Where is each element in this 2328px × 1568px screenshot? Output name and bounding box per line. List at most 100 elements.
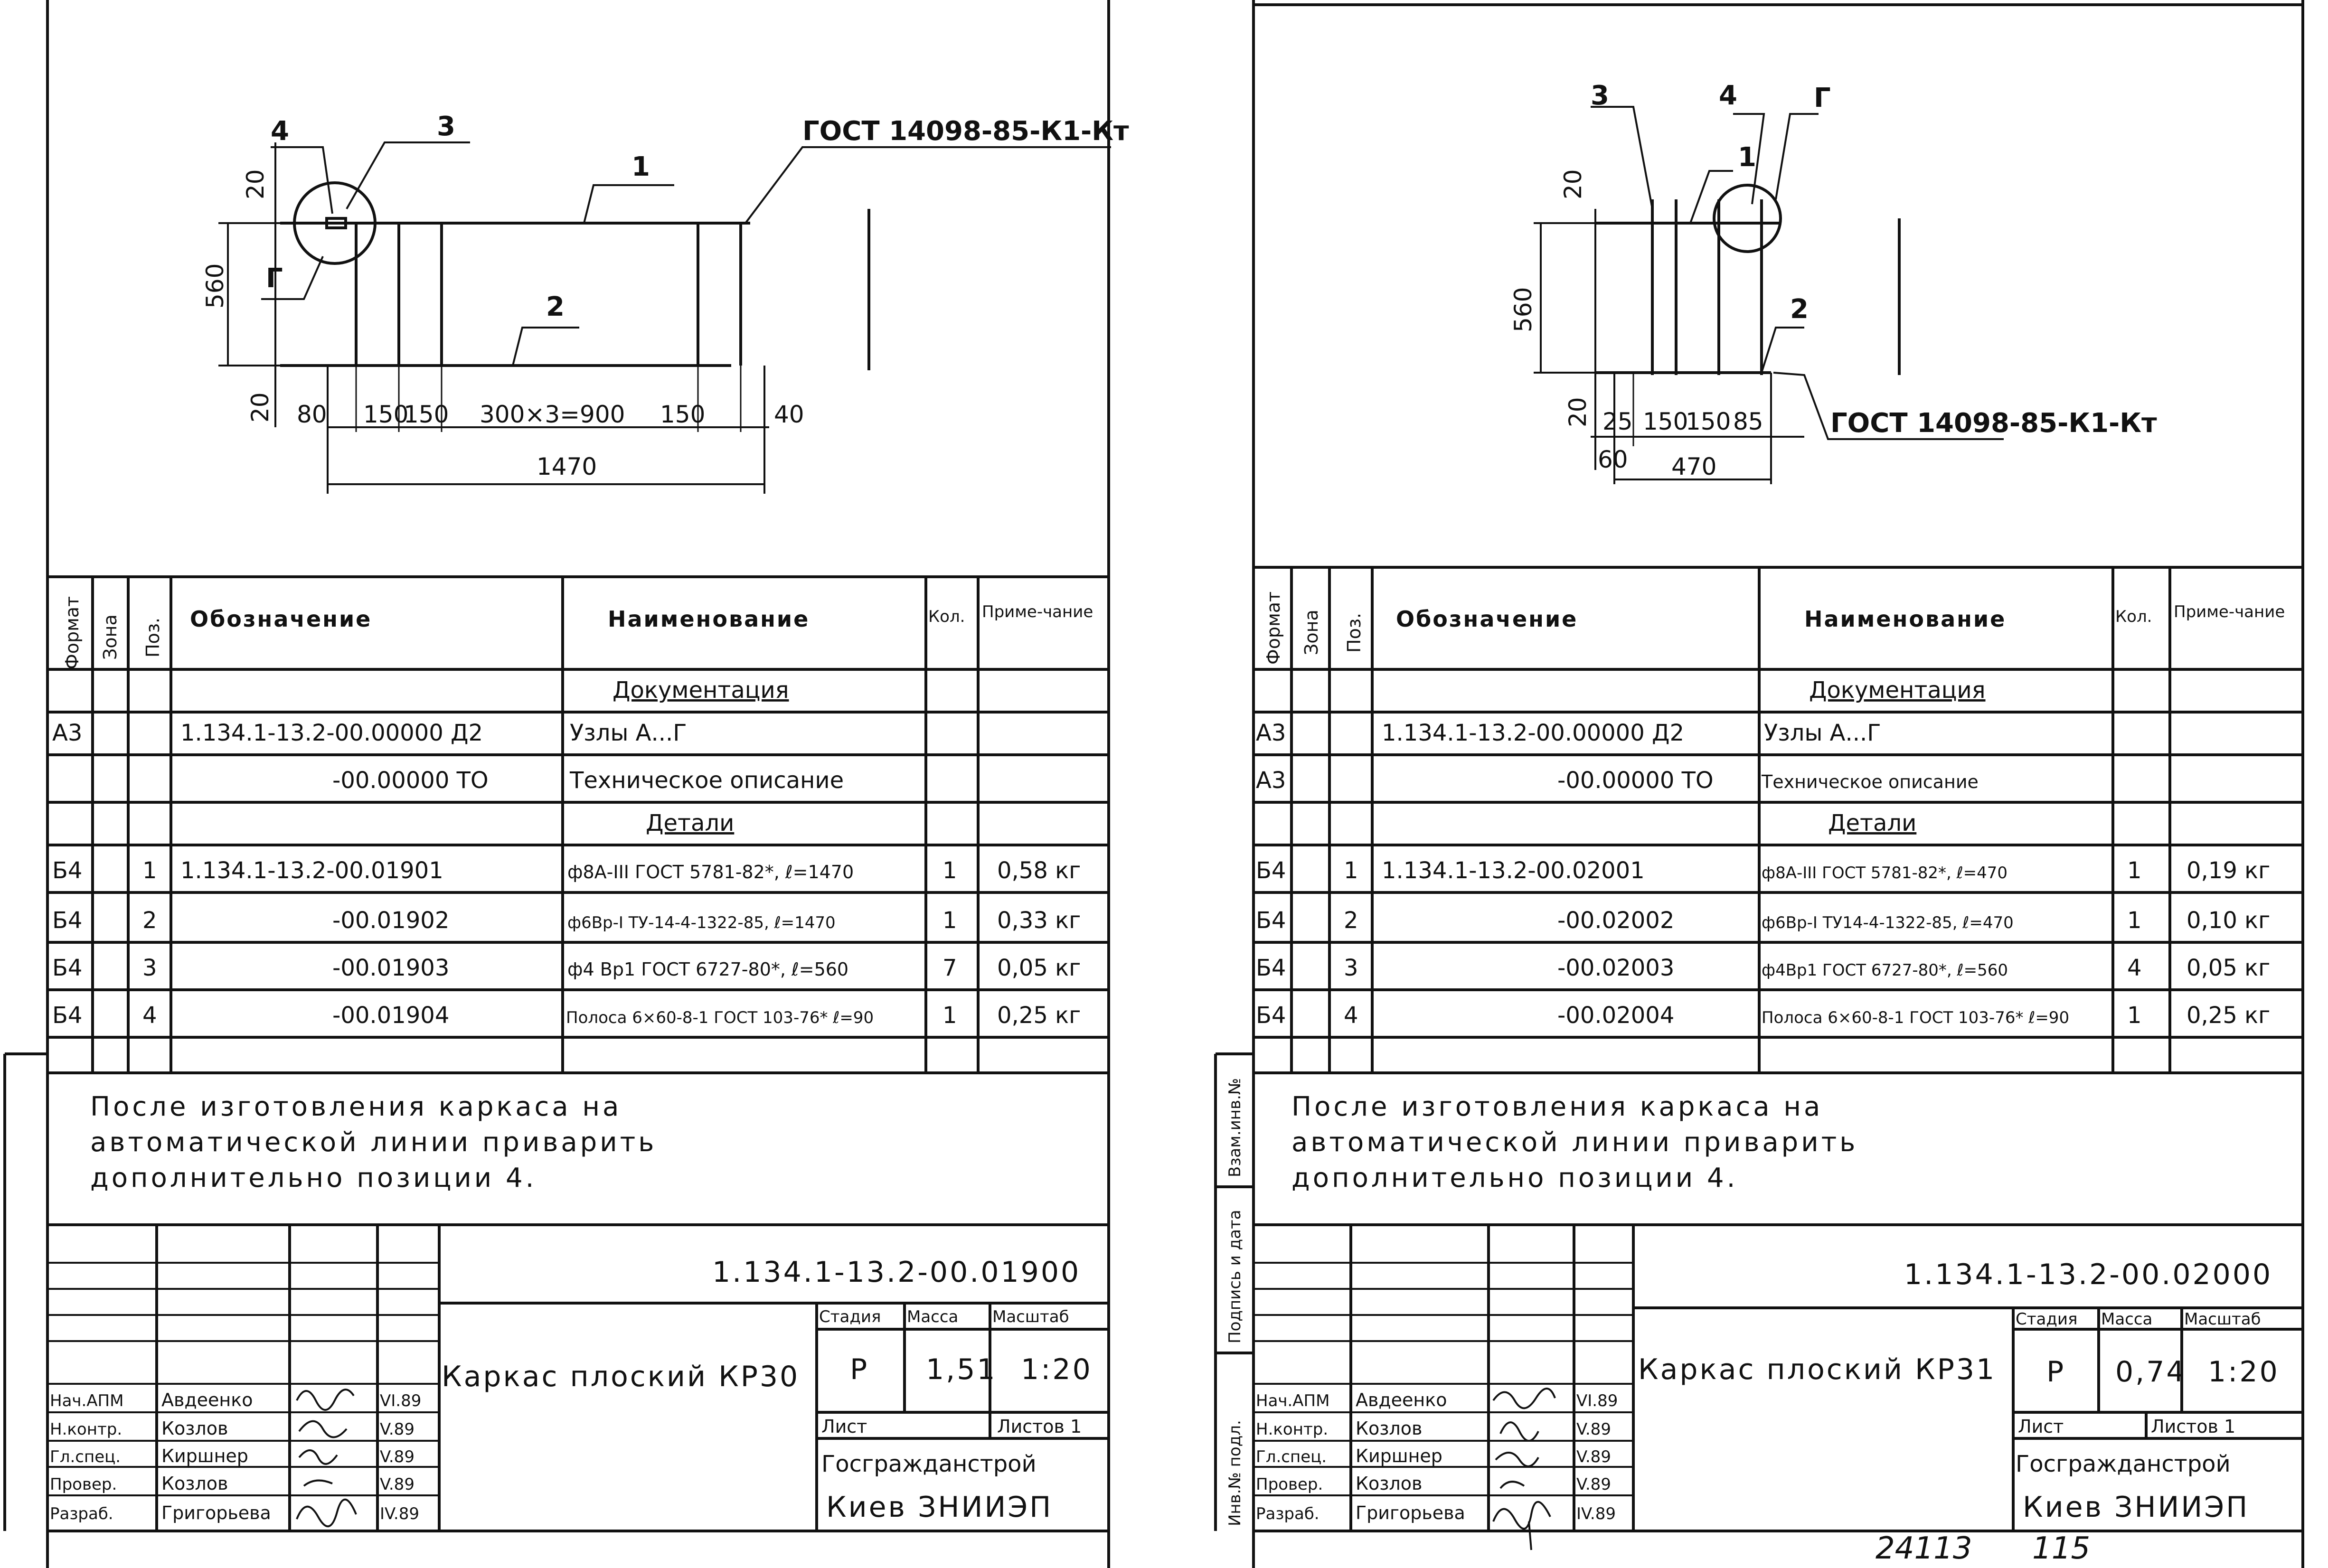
signer-date: V.89 bbox=[380, 1447, 415, 1466]
col-format: Формат bbox=[62, 596, 83, 669]
col-designation: Обозначение bbox=[190, 606, 372, 632]
drawing-title: Каркас плоский КР30 bbox=[442, 1360, 800, 1393]
row-name: Узлы А...Г bbox=[570, 720, 687, 746]
col-pos: Поз. bbox=[1344, 613, 1365, 653]
col-name: Наименование bbox=[608, 606, 810, 632]
stamp-replace: Взам.инв.№ bbox=[1225, 1078, 1244, 1177]
spec-table bbox=[47, 575, 1109, 1074]
signer-role: Разраб. bbox=[1256, 1504, 1320, 1523]
row-format: Б4 bbox=[52, 857, 82, 884]
signer-date: VI.89 bbox=[380, 1391, 421, 1410]
dim-segment-6: 40 bbox=[774, 401, 804, 428]
row-pos: 1 bbox=[1344, 857, 1358, 884]
signer-role: Гл.спец. bbox=[1256, 1447, 1327, 1466]
row-name: ф8А-III ГОСТ 5781-82*, ℓ=1470 bbox=[567, 862, 854, 883]
org-city: Киев ЗНИИЭП bbox=[2023, 1491, 2249, 1524]
row-section-details: Детали bbox=[646, 810, 734, 836]
weld-gost-label: ГОСТ 14098-85-К1-Кт bbox=[1830, 408, 2157, 439]
row-designation: -00.00000 ТО bbox=[1557, 767, 1714, 794]
drawing-code: 1.134.1-13.2-00.01900 bbox=[712, 1256, 1081, 1289]
col-note: Приме-чание bbox=[2174, 602, 2285, 621]
note-line-2: автоматической линии приварить bbox=[90, 1127, 657, 1158]
row-name: Полоса 6×60-8-1 ГОСТ 103-76* ℓ=90 bbox=[566, 1008, 874, 1027]
frame-drawing bbox=[1534, 106, 2004, 484]
spec-rows: Документация А3 1.134.1-13.2-00.00000 Д2… bbox=[52, 677, 1081, 1029]
dim-segment-2: 150 bbox=[1643, 408, 1688, 435]
signer-date: VI.89 bbox=[1576, 1391, 1618, 1410]
signer-name: Григорьева bbox=[1356, 1502, 1465, 1523]
row-qty: 4 bbox=[2127, 955, 2142, 981]
callout-3: 3 bbox=[1591, 80, 1609, 111]
mass-value: 1,51 bbox=[926, 1353, 997, 1386]
row-qty: 1 bbox=[2127, 907, 2142, 934]
scale-label: Масштаб bbox=[2184, 1310, 2261, 1329]
org-name: Госгражданстрой bbox=[2016, 1451, 2231, 1477]
row-pos: 3 bbox=[1344, 955, 1358, 981]
org-city: Киев ЗНИИЭП bbox=[826, 1491, 1053, 1524]
row-designation: 1.134.1-13.2-00.00000 Д2 bbox=[1382, 720, 1684, 746]
signer-role: Н.контр. bbox=[1256, 1420, 1328, 1439]
sheet-label: Лист bbox=[821, 1416, 867, 1437]
page-number: 115 bbox=[2032, 1531, 2091, 1566]
col-name: Наименование bbox=[1804, 606, 2006, 632]
row-format: Б4 bbox=[1256, 1002, 1286, 1029]
signer-date: V.89 bbox=[1576, 1447, 1611, 1466]
weld-gost-label: ГОСТ 14098-85-К1-Кт bbox=[802, 116, 1129, 147]
dim-total: 1470 bbox=[537, 453, 597, 480]
dim-segment-1: 25 bbox=[1602, 408, 1633, 435]
stage-value: Р bbox=[2046, 1355, 2065, 1389]
signer-date: IV.89 bbox=[1576, 1504, 1616, 1523]
row-designation: -00.01903 bbox=[332, 955, 449, 981]
mass-value: 0,74 bbox=[2115, 1355, 2187, 1389]
row-designation: -00.01902 bbox=[332, 907, 449, 934]
row-note: 0,19 кг bbox=[2187, 857, 2270, 884]
note-line-3: дополнительно позиции 4. bbox=[90, 1163, 537, 1193]
mass-label: Масса bbox=[2101, 1310, 2152, 1329]
callout-g: Г bbox=[1814, 83, 1831, 113]
spec-rows: Документация А3 1.134.1-13.2-00.00000 Д2… bbox=[1256, 677, 2270, 1029]
col-pos: Поз. bbox=[142, 618, 163, 657]
dim-segment-4: 85 bbox=[1733, 408, 1763, 435]
row-qty: 1 bbox=[943, 857, 957, 884]
note-line-1: После изготовления каркаса на bbox=[90, 1091, 622, 1122]
row-format: А3 bbox=[1256, 767, 1286, 794]
row-name: ф6Вр-I ТУ14-4-1322-85, ℓ=470 bbox=[1762, 913, 2014, 932]
row-qty: 7 bbox=[943, 955, 957, 981]
stage-label: Стадия bbox=[2016, 1310, 2077, 1329]
col-note: Приме-чание bbox=[982, 602, 1093, 621]
sheets-count: Листов 1 bbox=[997, 1416, 1082, 1437]
row-note: 0,33 кг bbox=[997, 907, 1081, 934]
dim-bottom-offset: 20 bbox=[1564, 397, 1592, 427]
note-line-1: После изготовления каркаса на bbox=[1291, 1091, 1823, 1122]
dim-height: 560 bbox=[1509, 287, 1537, 332]
signer-date: V.89 bbox=[380, 1420, 415, 1439]
handwritten-signatures bbox=[296, 1389, 357, 1527]
signer-role: Гл.спец. bbox=[50, 1447, 121, 1466]
row-format: Б4 bbox=[1256, 955, 1286, 981]
spec-table bbox=[1254, 566, 2303, 1074]
row-pos: 2 bbox=[1344, 907, 1358, 934]
col-designation: Обозначение bbox=[1396, 606, 1578, 632]
signer-date: V.89 bbox=[1576, 1420, 1611, 1439]
signer-date: V.89 bbox=[1576, 1475, 1611, 1494]
row-name: Техническое описание bbox=[1761, 771, 1979, 792]
row-format: Б4 bbox=[52, 1002, 82, 1029]
row-designation: -00.02003 bbox=[1557, 955, 1674, 981]
col-qty: Кол. bbox=[928, 607, 965, 626]
stamp-signature-date: Подпись и дата bbox=[1225, 1210, 1244, 1343]
signer-role: Провер. bbox=[1256, 1475, 1323, 1494]
drawing-sheet-kr30: 4 3 1 2 Г ГОСТ 14098-85-К1-Кт 20 560 20 … bbox=[3, 0, 1129, 1568]
note-line-3: дополнительно позиции 4. bbox=[1291, 1163, 1738, 1193]
row-name: Техническое описание bbox=[569, 767, 844, 794]
signer-name: Киршнер bbox=[161, 1446, 248, 1466]
dim-segment-4: 300×3=900 bbox=[480, 401, 625, 428]
drawing-code: 1.134.1-13.2-00.02000 bbox=[1904, 1258, 2272, 1291]
col-zone: Зона bbox=[1301, 610, 1322, 655]
drawing-sheet-kr31: Взам.инв.№ Подпись и дата Инв.№ подл. 3 … bbox=[1214, 0, 2304, 1568]
row-designation: -00.02002 bbox=[1557, 907, 1674, 934]
signer-role: Н.контр. bbox=[50, 1420, 122, 1439]
row-section-docs: Документация bbox=[1809, 677, 1986, 704]
signer-name: Козлов bbox=[161, 1418, 228, 1439]
callout-1: 1 bbox=[1738, 142, 1756, 173]
title-block bbox=[47, 1223, 1109, 1531]
